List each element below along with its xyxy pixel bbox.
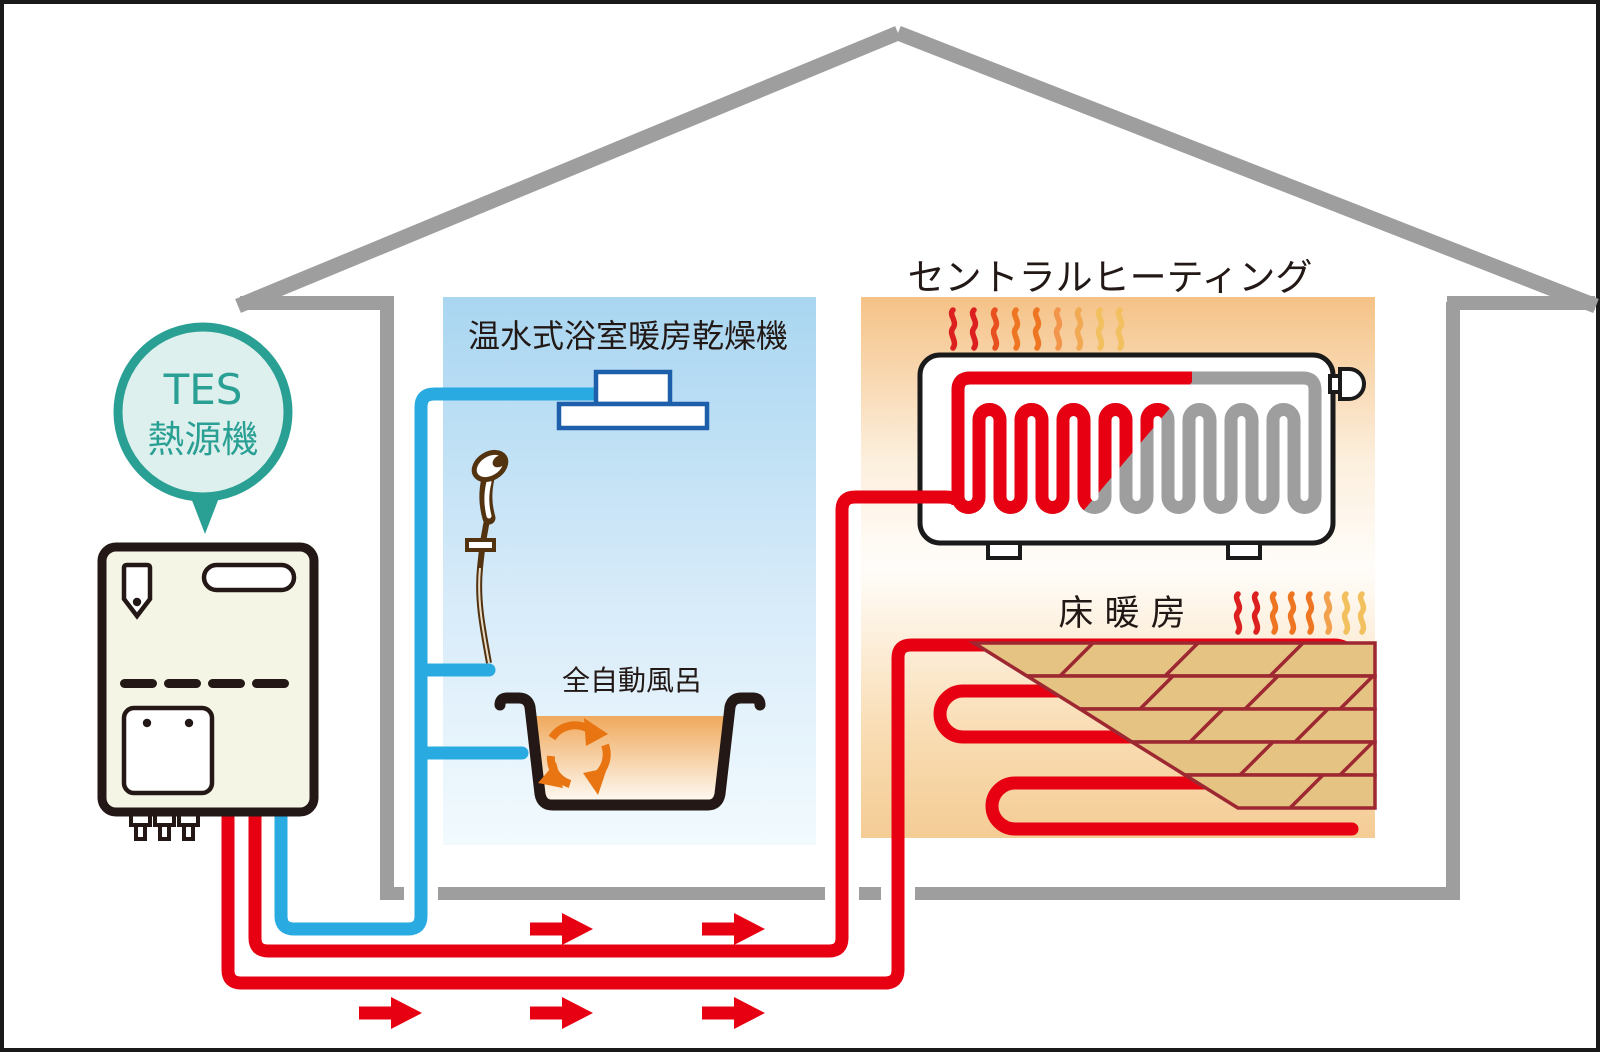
floor-heating-title: 床 暖 房 xyxy=(1058,594,1185,634)
wall-right xyxy=(1446,302,1460,900)
boiler-vent-slot xyxy=(201,562,297,593)
floor-heating-pipe xyxy=(221,638,1364,990)
boiler-pilot-window xyxy=(121,562,153,620)
bath-water xyxy=(532,716,728,800)
tes-boiler-unit xyxy=(97,542,319,841)
wall-bottom xyxy=(380,887,1460,900)
boiler-panel-dot-right xyxy=(184,718,194,728)
shower-handle-inner xyxy=(484,479,492,519)
tes-bubble: TES 熱源機 xyxy=(113,322,293,534)
boiler-pilot-dot xyxy=(132,597,142,607)
shower-hose-highlight xyxy=(478,567,490,664)
central-heating-title: セントラルヒーティング xyxy=(908,256,1313,299)
bathroom-dryer-title: 温水式浴室暖房乾燥機 xyxy=(468,317,788,355)
recirculation-icon xyxy=(538,718,611,795)
shower-holder xyxy=(465,538,496,552)
hot-water-pipes-radiator xyxy=(248,490,965,958)
radiator-valve xyxy=(1328,367,1366,401)
radiator-foot-right xyxy=(1226,541,1262,560)
bathtub xyxy=(494,692,766,811)
shower xyxy=(465,449,509,664)
eave-right xyxy=(1447,296,1595,310)
wall-left xyxy=(380,302,394,900)
floor-tiles xyxy=(967,641,1377,810)
boiler-access-panel xyxy=(121,705,215,796)
dryer-lower-box xyxy=(556,401,710,431)
eave-left xyxy=(240,296,394,310)
roof-left-slope xyxy=(235,26,901,313)
house-outline xyxy=(235,26,1599,900)
boiler-louvers xyxy=(120,679,289,688)
bath-main-pipe xyxy=(274,387,598,936)
roof-right-slope xyxy=(895,26,1599,313)
hot-water-pipes xyxy=(221,638,1364,990)
tes-label-line1: TES xyxy=(163,365,243,414)
tes-label-line2: 熱源機 xyxy=(148,418,259,461)
radiator xyxy=(917,310,1366,560)
bathroom-dryer-unit xyxy=(556,369,710,431)
radiator-supply-pipe xyxy=(248,490,965,958)
tes-bubble-circle xyxy=(113,322,293,502)
bath-water-pipes xyxy=(274,387,598,936)
floor-tile-joints xyxy=(1058,641,1375,810)
boiler-panel-dot-left xyxy=(142,718,152,728)
auto-bath-label: 全自動風呂 xyxy=(562,664,702,697)
radiator-foot-left xyxy=(986,541,1022,560)
shower-head-face xyxy=(492,454,508,468)
bathtub-outline xyxy=(494,692,766,811)
dryer-upper-box xyxy=(593,369,673,407)
